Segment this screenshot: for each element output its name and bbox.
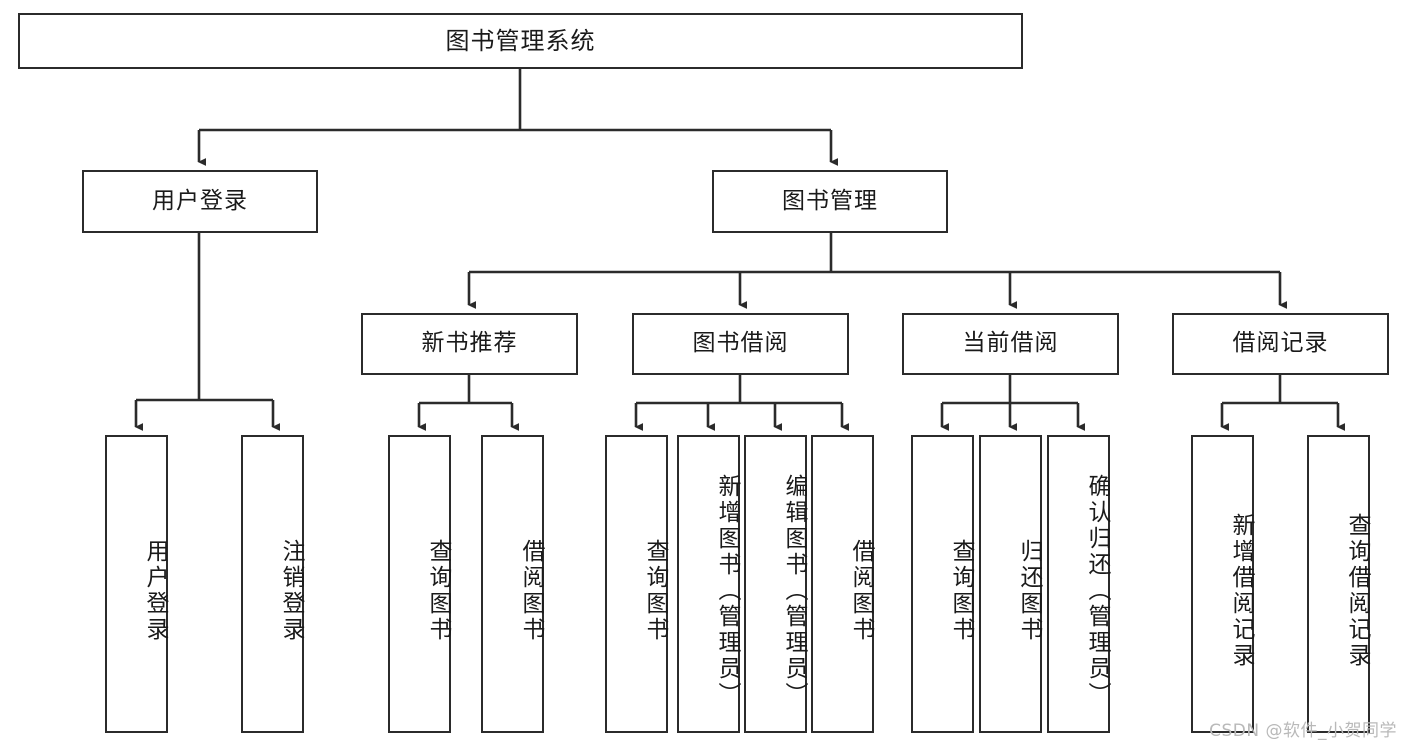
node-root-system[interactable]: 图书管理系统 bbox=[18, 13, 1023, 69]
leaf-recommend-borrow-book[interactable]: 借阅图书 bbox=[481, 435, 544, 733]
leaf-current-query-book[interactable]: 查询图书 bbox=[911, 435, 974, 733]
leaf-recommend-query-book[interactable]: 查询图书 bbox=[388, 435, 451, 733]
leaf-label: 查询图书 bbox=[948, 539, 974, 643]
leaf-borrow-query-book[interactable]: 查询图书 bbox=[605, 435, 668, 733]
leaf-label: 查询借阅记录 bbox=[1344, 513, 1370, 669]
node-user-login[interactable]: 用户登录 bbox=[82, 170, 318, 233]
leaf-borrow-borrow-book[interactable]: 借阅图书 bbox=[811, 435, 874, 733]
leaf-label: 借阅图书 bbox=[518, 539, 544, 643]
leaf-label: 查询图书 bbox=[425, 539, 451, 643]
node-borrow-record[interactable]: 借阅记录 bbox=[1172, 313, 1389, 375]
leaf-label: 注销登录 bbox=[278, 539, 304, 643]
leaf-label: 归还图书 bbox=[1016, 539, 1042, 643]
node-current-borrow[interactable]: 当前借阅 bbox=[902, 313, 1119, 375]
leaf-current-return-book[interactable]: 归还图书 bbox=[979, 435, 1042, 733]
leaf-record-query-record[interactable]: 查询借阅记录 bbox=[1307, 435, 1370, 733]
leaf-borrow-add-book-admin[interactable]: 新增图书（管理员） bbox=[677, 435, 740, 733]
leaf-label: 用户登录 bbox=[142, 539, 168, 643]
leaf-label: 编辑图书（管理员） bbox=[781, 474, 807, 708]
leaf-label: 新增借阅记录 bbox=[1228, 513, 1254, 669]
leaf-user-login-signin[interactable]: 用户登录 bbox=[105, 435, 168, 733]
leaf-label: 查询图书 bbox=[642, 539, 668, 643]
node-book-borrow[interactable]: 图书借阅 bbox=[632, 313, 849, 375]
leaf-borrow-edit-book-admin[interactable]: 编辑图书（管理员） bbox=[744, 435, 807, 733]
leaf-label: 确认归还（管理员） bbox=[1084, 474, 1110, 708]
leaf-record-add-record[interactable]: 新增借阅记录 bbox=[1191, 435, 1254, 733]
node-new-book-recommend[interactable]: 新书推荐 bbox=[361, 313, 578, 375]
csdn-watermark: CSDN @软件_小贺同学 bbox=[1209, 721, 1397, 741]
leaf-current-confirm-return-admin[interactable]: 确认归还（管理员） bbox=[1047, 435, 1110, 733]
node-book-management[interactable]: 图书管理 bbox=[712, 170, 948, 233]
leaf-label: 借阅图书 bbox=[848, 539, 874, 643]
leaf-user-login-signout[interactable]: 注销登录 bbox=[241, 435, 304, 733]
leaf-label: 新增图书（管理员） bbox=[714, 474, 740, 708]
